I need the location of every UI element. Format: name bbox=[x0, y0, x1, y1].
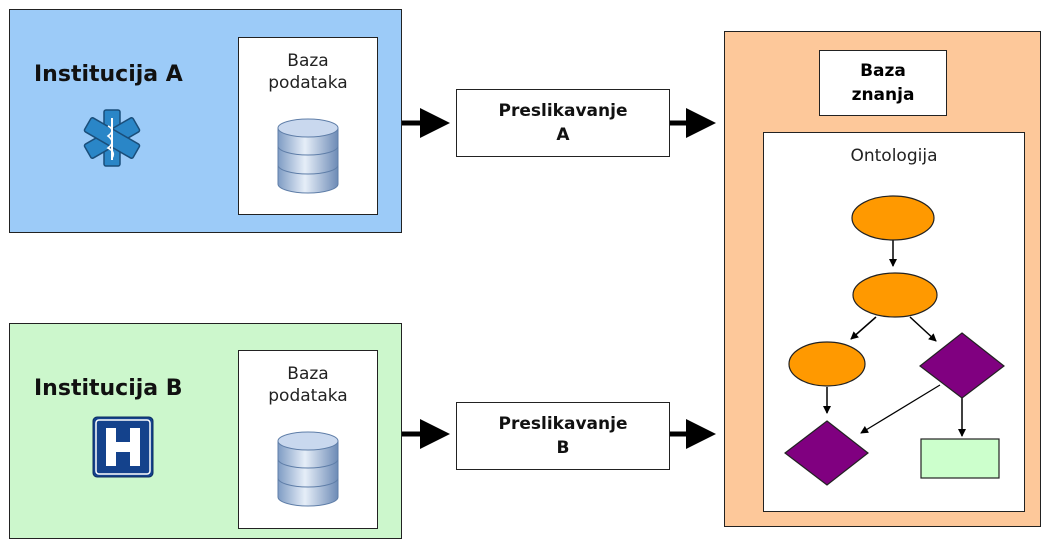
mapping-b-line2: B bbox=[556, 438, 570, 458]
db-label-line1: Baza bbox=[287, 364, 329, 384]
institution-b-title: Institucija B bbox=[34, 376, 183, 401]
ontology-graph bbox=[784, 195, 1005, 486]
institution-a-panel: Institucija A Baza podataka bbox=[9, 9, 402, 233]
database-box-a: Baza podataka bbox=[238, 37, 378, 215]
mapping-b-box: Preslikavanje B bbox=[456, 402, 670, 470]
ontology-node-3 bbox=[788, 341, 866, 387]
database-icon bbox=[277, 431, 339, 507]
knowledge-base-title: Baza znanja bbox=[819, 50, 947, 116]
ontology-rect-node bbox=[920, 438, 1000, 479]
kb-title-line1: Baza bbox=[860, 61, 906, 81]
ontology-box: Ontologija bbox=[763, 132, 1025, 512]
institution-b-panel: Institucija B Baza podataka bbox=[9, 323, 402, 539]
mapping-a-line1: Preslikavanje bbox=[498, 101, 628, 121]
edge-node2-diamond1 bbox=[909, 316, 937, 342]
edge-diamond1-diamond2 bbox=[860, 384, 941, 434]
db-label-line2: podataka bbox=[268, 386, 348, 406]
hospital-h-icon bbox=[92, 416, 154, 478]
star-of-life-icon bbox=[83, 109, 141, 167]
database-icon bbox=[277, 118, 339, 194]
mapping-a-box: Preslikavanje A bbox=[456, 89, 670, 157]
knowledge-base-panel: Baza znanja Ontologija bbox=[724, 31, 1041, 527]
ontology-node-1 bbox=[851, 195, 935, 241]
database-box-b: Baza podataka bbox=[238, 350, 378, 529]
ontology-label: Ontologija bbox=[850, 146, 938, 166]
db-label-line2: podataka bbox=[268, 73, 348, 93]
kb-title-line2: znanja bbox=[851, 85, 915, 105]
ontology-node-2 bbox=[852, 272, 938, 318]
ontology-diamond-1 bbox=[919, 332, 1005, 399]
edge-node2-node3 bbox=[850, 316, 877, 340]
mapping-b-line1: Preslikavanje bbox=[498, 414, 628, 434]
db-label-line1: Baza bbox=[287, 51, 329, 71]
institution-a-title: Institucija A bbox=[34, 62, 183, 87]
ontology-diamond-2 bbox=[784, 420, 869, 486]
mapping-a-line2: A bbox=[556, 125, 570, 145]
